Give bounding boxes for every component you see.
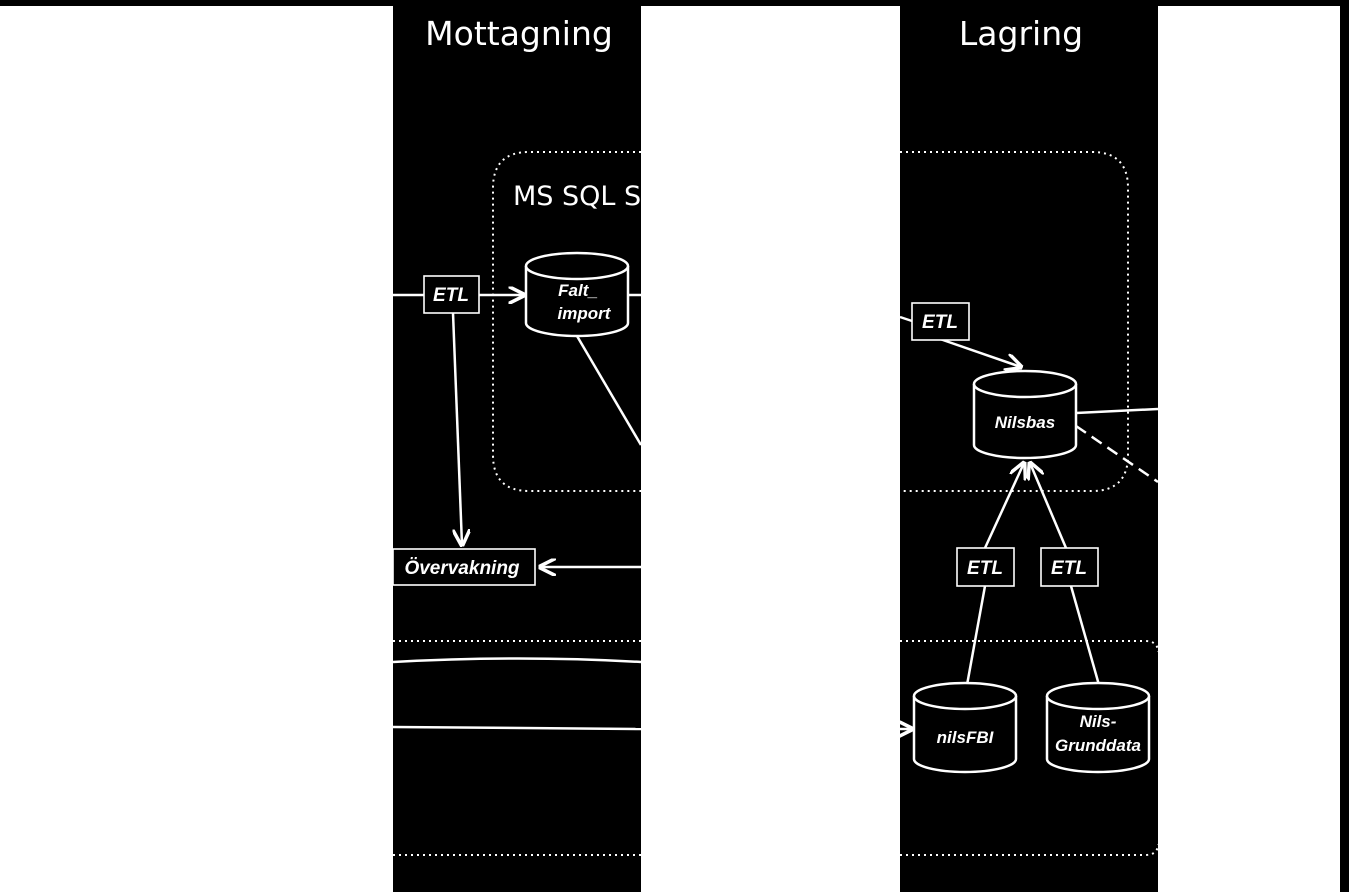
db-label-line-1: Nils- bbox=[1080, 712, 1117, 731]
lane-title-mottagning: Mottagning bbox=[425, 14, 613, 53]
bottom-frame-right-top bbox=[900, 640, 1159, 653]
database-nilsbas: Nilsbas bbox=[972, 369, 1078, 460]
etl-box-mottagning: ETL bbox=[423, 275, 480, 314]
white-panel-left bbox=[0, 6, 393, 892]
etl-box-bottom-right: ETL bbox=[1040, 547, 1099, 587]
edge-nilsbas-out bbox=[1075, 407, 1159, 415]
edge-etl-bottom-left-to-nilsbas bbox=[983, 463, 1024, 549]
database-nilsfbi: nilsFBI bbox=[912, 681, 1018, 774]
overvakning-box: Övervakning bbox=[392, 548, 536, 586]
etl-box-lagring: ETL bbox=[911, 302, 970, 341]
edge-etl-to-nilsbas bbox=[939, 337, 1021, 367]
etl-label: ETL bbox=[1051, 558, 1087, 579]
server-region-label: MS SQL Se bbox=[513, 181, 658, 212]
edge-bottom-straight bbox=[392, 725, 642, 731]
etl-label: ETL bbox=[967, 558, 1003, 579]
server-frame-left bbox=[492, 151, 641, 492]
etl-label: ETL bbox=[922, 312, 958, 333]
edge-etl-bottom-right-to-nilsbas bbox=[1030, 463, 1068, 549]
lane-title-lagring: Lagring bbox=[959, 14, 1083, 53]
edge-nilsbas-dashed bbox=[1075, 424, 1159, 484]
edge-etl-to-overvakning bbox=[451, 312, 462, 545]
etl-box-bottom-left: ETL bbox=[956, 547, 1015, 587]
white-panel-right bbox=[1158, 6, 1340, 892]
db-label-line-2: Grunddata bbox=[1055, 736, 1141, 755]
overvakning-label: Övervakning bbox=[404, 558, 519, 579]
bottom-frame-right-bottom bbox=[900, 843, 1159, 856]
edge-grunddata-to-etl bbox=[1069, 585, 1101, 686]
edge-incoming-etl-lagring bbox=[899, 315, 913, 323]
db-label-line-2: import bbox=[558, 304, 612, 323]
edge-nilsfbi-to-etl bbox=[965, 585, 987, 686]
database-nils-grunddata: Nils- Grunddata bbox=[1045, 681, 1151, 774]
etl-label: ETL bbox=[433, 285, 469, 306]
white-panel-middle bbox=[641, 6, 900, 892]
db-label-line-1: Falt_ bbox=[558, 281, 598, 300]
db-label: nilsFBI bbox=[937, 728, 995, 747]
db-label: Nilsbas bbox=[995, 413, 1055, 432]
edge-falt-import-diagonal bbox=[575, 335, 643, 446]
edge-bottom-curve bbox=[392, 657, 642, 664]
database-falt-import: Falt_ import bbox=[524, 251, 630, 338]
